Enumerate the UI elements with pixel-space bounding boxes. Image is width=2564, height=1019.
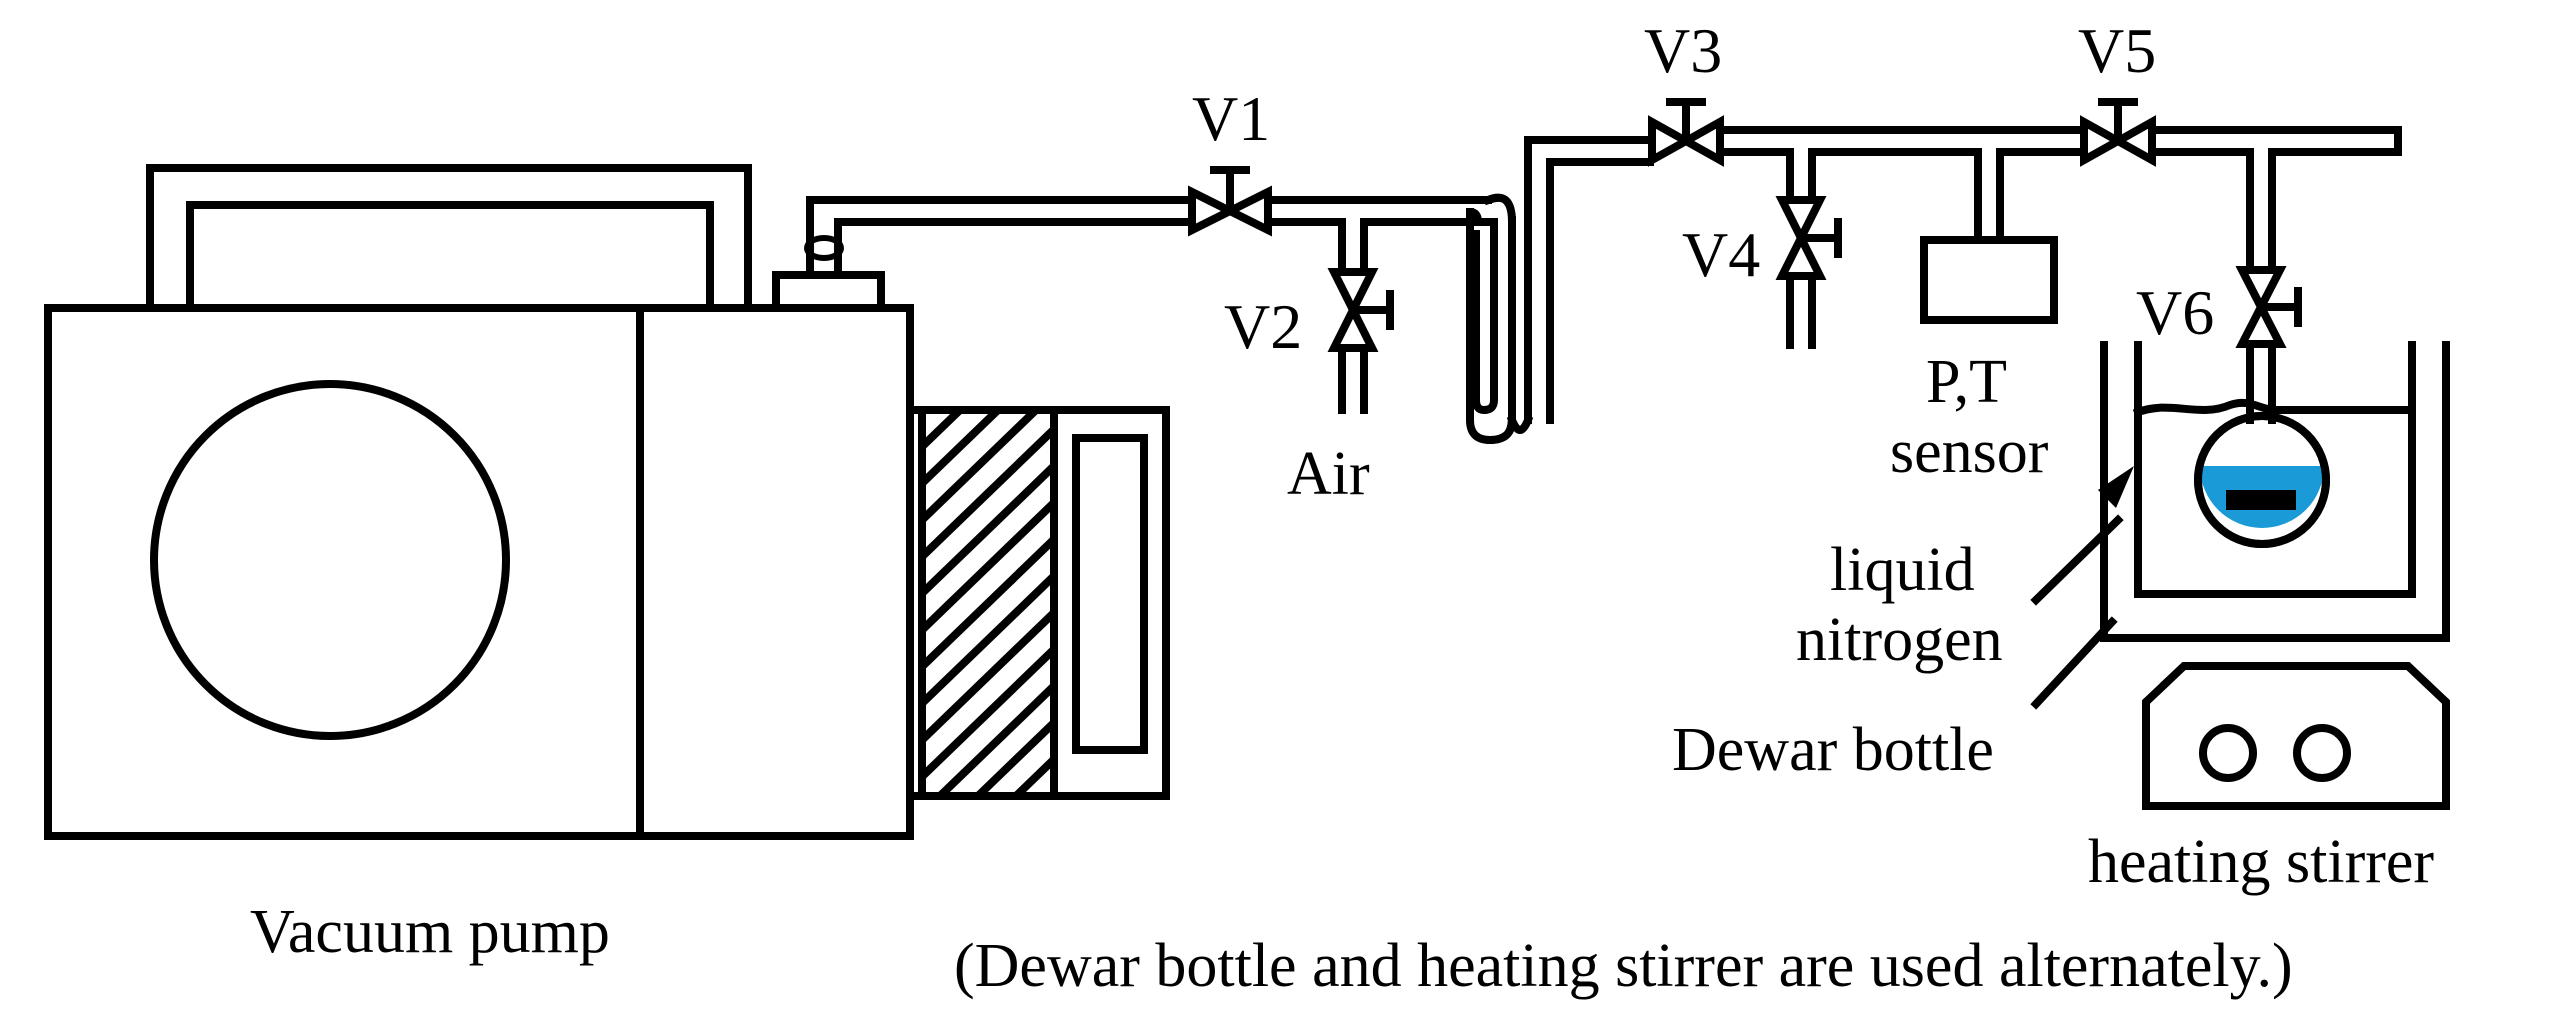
pump-outlet-box — [772, 271, 885, 312]
label-v6: V6 — [2136, 277, 2214, 348]
pt-sensor-box — [1920, 236, 2058, 324]
label-nitrogen: nitrogen — [1796, 606, 2003, 674]
pump-side-panel — [1050, 406, 1170, 800]
hatch-line — [922, 410, 963, 453]
label-stirrer: heating stirrer — [2088, 828, 2434, 896]
valve-v2[interactable] — [1327, 268, 1394, 352]
label-v5: V5 — [2078, 15, 2156, 86]
pump-side-window — [1072, 434, 1148, 754]
vacuum-pump — [44, 164, 1170, 840]
hatch-line — [922, 410, 1001, 489]
valve-v3[interactable] — [1648, 98, 1724, 167]
liquid-nitrogen-pointer — [2030, 514, 2124, 606]
sample-flask — [2194, 412, 2330, 548]
heating-stirrer — [2142, 662, 2450, 810]
label-pt-1: P,T — [1926, 348, 2007, 416]
dewar-pointer — [2030, 616, 2118, 710]
hatch-line — [1051, 790, 1054, 796]
hatch-line — [922, 643, 1054, 783]
hatch-line — [922, 607, 1054, 746]
hatch-line — [922, 410, 925, 416]
label-liquid: liquid — [1830, 536, 1975, 604]
pump-motor-circle — [150, 380, 510, 740]
cold-trap — [1465, 136, 1654, 445]
hatch-line — [975, 717, 1054, 796]
label-air: Air — [1287, 440, 1370, 508]
valve-v6[interactable] — [2235, 266, 2302, 348]
label-pt-2: sensor — [1890, 418, 2049, 486]
hatch-line — [922, 410, 1039, 526]
pump-body — [44, 304, 914, 840]
valve-v1[interactable] — [1188, 166, 1272, 237]
pipe-network — [804, 126, 2402, 445]
label-dewar: Dewar bottle — [1672, 716, 1994, 784]
label-vacuum-pump: Vacuum pump — [250, 898, 610, 966]
label-v4: V4 — [1682, 219, 1760, 290]
valve-v4[interactable] — [1775, 196, 1842, 280]
label-v2: V2 — [1224, 291, 1302, 362]
hatch-line — [937, 680, 1054, 796]
hatch-line — [922, 497, 1054, 636]
hatch-line — [922, 570, 1054, 709]
stir-bar — [2226, 490, 2296, 510]
hatch-line — [922, 533, 1054, 673]
label-note: (Dewar bottle and heating stirrer are us… — [954, 932, 2293, 1000]
label-v3: V3 — [1644, 15, 1722, 86]
label-v1: V1 — [1192, 83, 1270, 154]
hatch-line — [922, 423, 1054, 563]
hatch-line — [922, 460, 1054, 599]
valve-v5[interactable] — [2080, 98, 2156, 167]
